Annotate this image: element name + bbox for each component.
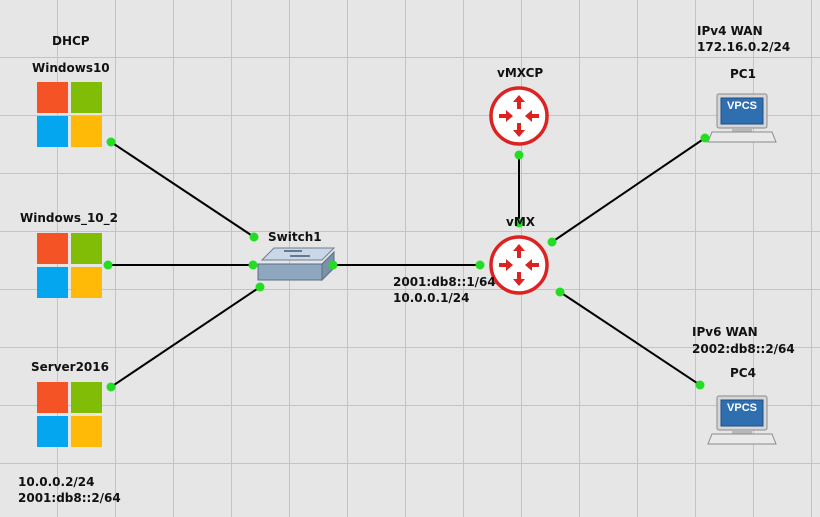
port-dot (106, 382, 116, 392)
node-label-windows-10-2[interactable]: Windows_10_2 (20, 211, 119, 225)
server-ipv6-label: 2001:db8::2/64 (18, 491, 121, 505)
vpcs-screen-text: VPCS (727, 402, 757, 414)
link-server2016-switch1[interactable] (110, 286, 261, 388)
port-dot (103, 260, 113, 270)
node-label-switch1[interactable]: Switch1 (268, 230, 322, 244)
port-dot (249, 232, 259, 242)
windows-icon[interactable] (37, 82, 102, 147)
vmx-ipv6-label: 2001:db8::1/64 (393, 275, 496, 289)
server-ipv4-label: 10.0.0.2/24 (18, 475, 95, 489)
link-vmx-pc4[interactable] (559, 291, 701, 386)
node-label-pc1[interactable]: PC1 (730, 67, 756, 81)
port-dot (514, 150, 524, 160)
node-label-vmxcp[interactable]: vMXCP (497, 66, 544, 80)
port-dot (255, 282, 265, 292)
pc4-wan-address: 2002:db8::2/64 (692, 342, 795, 356)
node-label-pc4[interactable]: PC4 (730, 366, 756, 380)
vmx-ipv4-label: 10.0.0.1/24 (393, 291, 470, 305)
pc4-wan-label: IPv6 WAN (692, 325, 758, 339)
port-dot (547, 237, 557, 247)
router-icon[interactable] (489, 86, 549, 146)
links (108, 137, 706, 388)
port-dot (106, 137, 116, 147)
node-label-vmx[interactable]: vMX (506, 215, 536, 229)
port-dot (328, 260, 338, 270)
port-dot (475, 260, 485, 270)
port-dot (695, 380, 705, 390)
link-vmx-pc1[interactable] (551, 137, 706, 243)
node-label-server2016[interactable]: Server2016 (31, 360, 109, 374)
windows-icon[interactable] (37, 233, 102, 298)
port-indicators (103, 133, 710, 392)
port-dot (700, 133, 710, 143)
port-dot (555, 287, 565, 297)
pc1-wan-address: 172.16.0.2/24 (697, 40, 791, 54)
node-label-windows10[interactable]: Windows10 (32, 61, 110, 75)
vpcs-screen-text: VPCS (727, 100, 757, 112)
switch-icon[interactable] (257, 247, 336, 282)
port-dot (248, 260, 258, 270)
port-dot (514, 218, 524, 228)
router-icon[interactable] (489, 235, 549, 295)
link-windows10-switch1[interactable] (110, 141, 255, 238)
windows-icon[interactable] (37, 382, 102, 447)
pc1-wan-label: IPv4 WAN (697, 24, 763, 38)
dhcp-note: DHCP (52, 34, 90, 48)
